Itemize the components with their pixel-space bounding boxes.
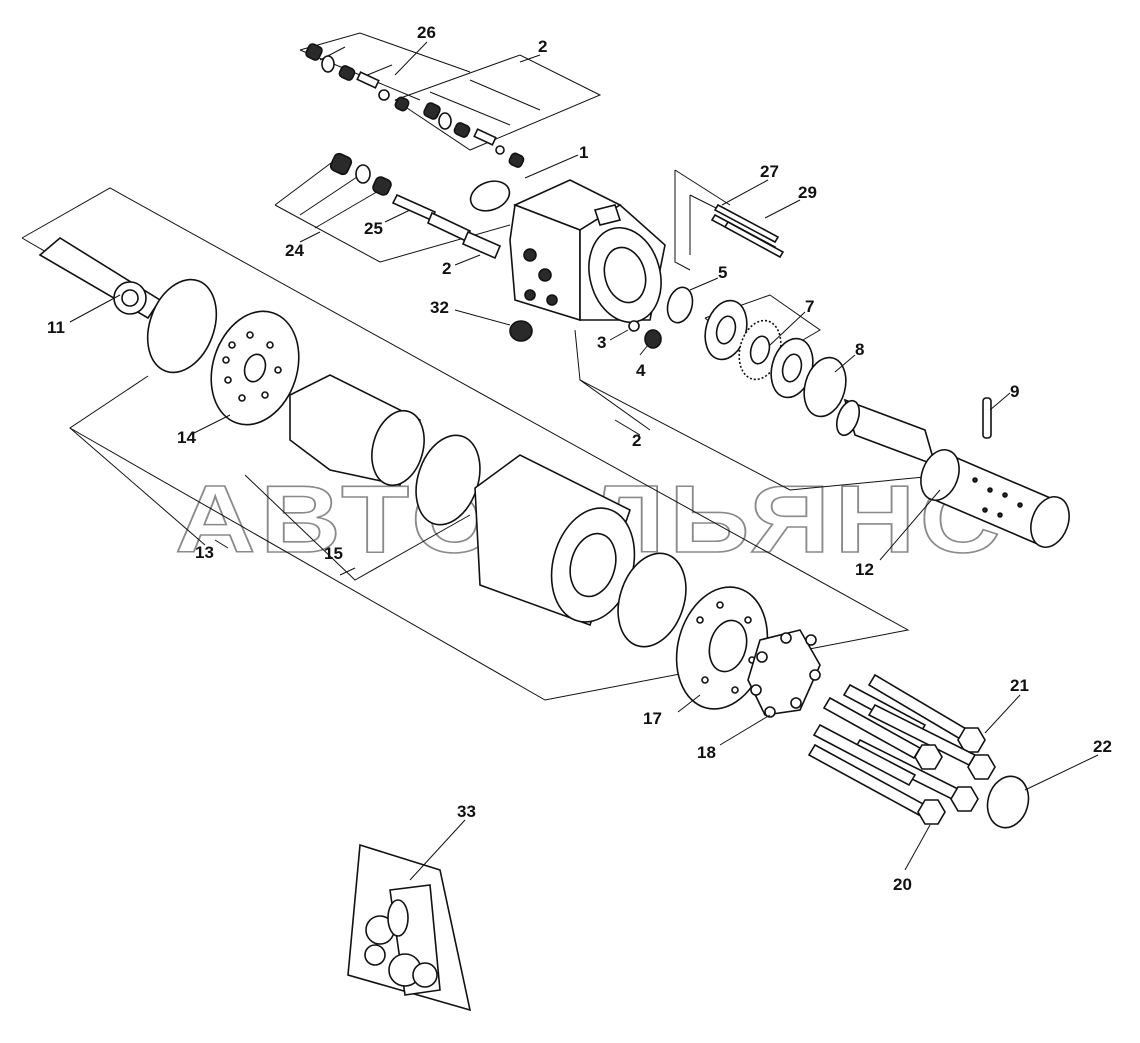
callout-2-low: 2 (632, 431, 641, 450)
plate-14 (210, 310, 300, 426)
callout-27: 27 (760, 162, 779, 181)
callout-24: 24 (285, 241, 304, 260)
end-cap-17 (675, 586, 769, 710)
callout-2-top: 2 (538, 37, 547, 56)
callout-4: 4 (636, 361, 646, 380)
o-ring-large (146, 278, 218, 374)
valve-housing-1 (469, 179, 666, 324)
callout-5: 5 (718, 263, 727, 282)
plug-4 (644, 329, 662, 349)
bolts-20-21 (807, 673, 996, 825)
pin-9 (982, 397, 992, 439)
callout-9: 9 (1010, 382, 1019, 401)
thrust-bearing-set-7 (704, 299, 814, 399)
callout-22: 22 (1093, 737, 1112, 756)
plug-32 (509, 320, 533, 342)
callout-2-mid: 2 (442, 259, 451, 278)
o-ring-5 (666, 286, 694, 324)
rotor-15 (289, 374, 425, 487)
callout-7: 7 (805, 297, 814, 316)
callout-32: 32 (430, 298, 449, 317)
callout-29: 29 (798, 183, 817, 202)
callout-3: 3 (597, 333, 606, 352)
callout-14: 14 (177, 428, 196, 447)
callout-labels: 26 2 1 27 29 25 24 2 5 32 7 11 3 8 4 9 1… (47, 23, 1112, 894)
callout-17: 17 (643, 709, 662, 728)
ball-3 (628, 320, 640, 332)
callout-18: 18 (697, 743, 716, 762)
callout-15: 15 (324, 544, 343, 563)
o-ring-stator (617, 552, 687, 648)
callout-20: 20 (893, 875, 912, 894)
callout-11: 11 (47, 318, 65, 337)
seal-kit-33 (347, 843, 472, 1012)
relief-valve-kit-24 (329, 152, 502, 260)
callout-12: 12 (855, 560, 874, 579)
callout-1: 1 (579, 143, 588, 162)
callout-26: 26 (417, 23, 436, 42)
pins-27-29 (710, 203, 785, 259)
stator-housing (474, 454, 636, 627)
washer-plate-18 (747, 629, 821, 718)
label-22 (986, 775, 1030, 829)
callout-13: 13 (195, 543, 214, 562)
callout-25: 25 (364, 219, 383, 238)
callout-21: 21 (1010, 676, 1029, 695)
callout-8: 8 (855, 340, 864, 359)
leader-lines (69, 41, 1099, 881)
callout-33: 33 (457, 802, 476, 821)
check-valve-kit-26 (305, 43, 525, 168)
spool-sleeve-12 (835, 398, 1070, 548)
